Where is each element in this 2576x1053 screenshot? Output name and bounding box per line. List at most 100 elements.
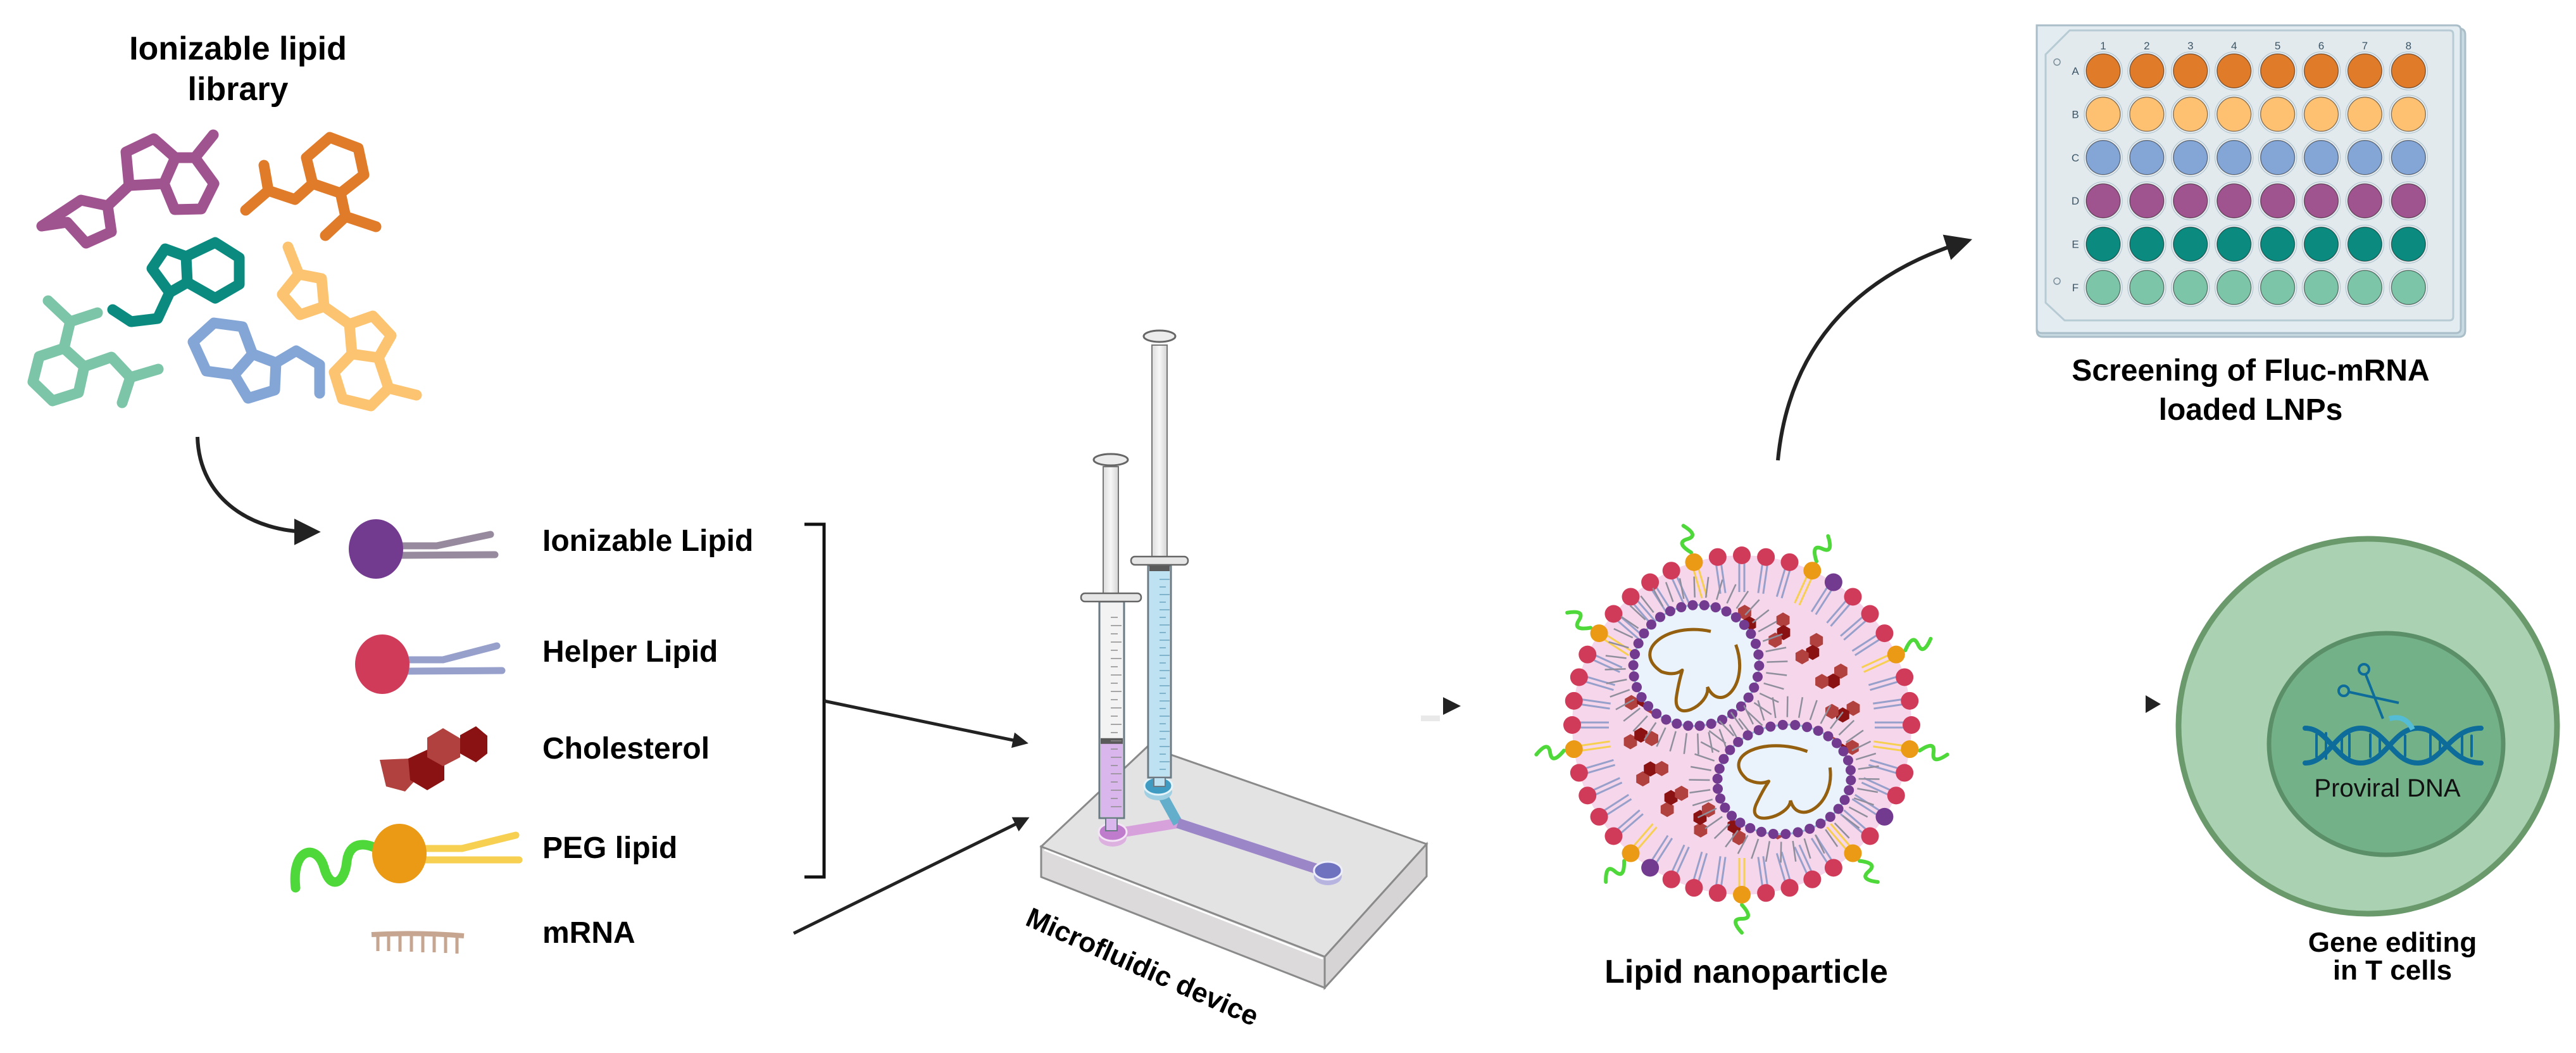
plate-well — [2391, 270, 2427, 305]
peg-chain — [1734, 903, 1750, 935]
lipid-mix-bracket — [804, 522, 826, 879]
lnp-to-screening-arrow — [1776, 234, 1973, 461]
plate-well — [2260, 53, 2296, 89]
syringe-right — [1130, 329, 1189, 787]
lnp-lipid-head — [1579, 645, 1597, 664]
lnp-lipid-head — [1780, 879, 1799, 897]
plate-column-label: 2 — [2144, 40, 2149, 52]
lnp-lipid-head — [1824, 573, 1842, 591]
cholesterol-ring — [1675, 785, 1689, 801]
mrna-vesicle — [1689, 696, 1880, 863]
syringe-left — [1080, 453, 1142, 831]
plate-well — [2129, 96, 2165, 132]
molecule-icon — [240, 132, 382, 241]
plate-well — [2347, 183, 2383, 218]
plate-well — [2085, 96, 2121, 132]
peg-chain — [1534, 745, 1566, 760]
plate-row-label: C — [2072, 152, 2079, 164]
plate-well — [2303, 53, 2339, 89]
plate-well — [2303, 96, 2339, 132]
screening-label-line2: loaded LNPs — [2159, 393, 2343, 427]
cholesterol-ring — [1846, 700, 1860, 716]
plate-column-label: 6 — [2318, 40, 2324, 52]
screening-label-line1: Screening of Fluc-mRNA — [2072, 354, 2429, 388]
plate-well — [2391, 96, 2427, 132]
mrna-to-device-arrow — [792, 817, 1030, 935]
cholesterol-ring — [1664, 790, 1678, 805]
cholesterol-ring — [1636, 771, 1649, 786]
plate-well — [2303, 140, 2339, 175]
lnp-lipid-head — [1844, 844, 1862, 862]
library-title-line1: Ionizable lipid — [129, 30, 347, 67]
plate-well — [2173, 140, 2208, 175]
scissors-icon — [2337, 663, 2399, 719]
mrna-icon — [371, 931, 465, 954]
plate-well — [2085, 270, 2121, 305]
peg-chain — [1565, 610, 1593, 631]
peg-chain — [1918, 743, 1949, 762]
plate-well — [2085, 226, 2121, 262]
lnp-to-tcell-arrow — [1987, 695, 2161, 713]
lnp-lipid-head — [1563, 716, 1581, 734]
ionizable-lipid-library: Ionizable lipid library — [27, 30, 422, 545]
plate-well — [2347, 270, 2383, 305]
plate-well — [2173, 270, 2208, 305]
plate-row-label: E — [2072, 239, 2079, 251]
cholesterol-ring — [1623, 734, 1637, 750]
molecule-icon — [187, 317, 325, 404]
plate-well — [2347, 96, 2383, 132]
plate-well — [2260, 183, 2296, 218]
component-label-helper-lipid: Helper Lipid — [542, 635, 718, 669]
dna-helix-icon — [2303, 725, 2484, 766]
device-to-lnp-arrow — [1282, 697, 1461, 721]
lnp-lipid-head — [1861, 827, 1879, 845]
lnp-lipid-head — [1875, 624, 1894, 643]
plate-well — [2173, 96, 2208, 132]
cholesterol-ring — [1644, 761, 1657, 777]
plate-well — [2216, 96, 2252, 132]
lnp-lipid-head — [1641, 573, 1660, 591]
formulation-components: Ionizable Lipid Helper Lipid Cholesterol… — [290, 519, 1030, 954]
plate-well — [2216, 183, 2252, 218]
plate-column-label: 1 — [2100, 40, 2106, 52]
plate-well — [2260, 96, 2296, 132]
lnp-lipid-head — [1685, 879, 1703, 897]
plate-well — [2303, 226, 2339, 262]
cholesterol-ring — [1776, 612, 1790, 628]
mrna-vesicle — [1604, 576, 1788, 755]
ionizable-lipid-icon — [349, 519, 499, 579]
plate-well — [2260, 140, 2296, 175]
lnp-lipid-head — [1824, 859, 1842, 877]
plate-well — [2173, 53, 2208, 89]
plate-column-label: 8 — [2406, 40, 2411, 52]
lnp-lipid-head — [1708, 884, 1727, 902]
lnp-lipid-head — [1901, 691, 1919, 710]
lnp-lipid-head — [1622, 844, 1640, 862]
plate-row-label: F — [2072, 282, 2079, 294]
lnp-lipid-head — [1733, 886, 1751, 904]
peg-chain — [1813, 534, 1832, 564]
lnp-lipid-head — [1861, 605, 1879, 623]
lnp-lipid-head — [1887, 645, 1905, 664]
lnp-lipid-head — [1903, 716, 1920, 734]
cholesterol-ring — [1806, 645, 1820, 660]
library-to-components-arrow — [196, 436, 321, 545]
tcell-label-line1: Gene editing — [2308, 927, 2477, 958]
plate-column-label: 5 — [2275, 40, 2280, 52]
proviral-dna-label: Proviral DNA — [2314, 774, 2460, 802]
molecule-icon — [36, 129, 220, 249]
lnp-lipid-head — [1590, 624, 1608, 643]
component-label-peg-lipid: PEG lipid — [542, 831, 677, 865]
microfluidic-device: Microfluidic device — [1022, 329, 1429, 1032]
plate-well — [2216, 270, 2252, 305]
cholesterol-ring — [1660, 802, 1674, 817]
lnp-lipid-head — [1590, 807, 1608, 826]
outlet-well — [1313, 861, 1343, 885]
cholesterol-ring — [1846, 740, 1859, 755]
molecule-icon — [107, 237, 245, 327]
lnp-lipid-head — [1604, 605, 1623, 623]
lnp-lipid-head — [1757, 548, 1775, 566]
lnp-lipid-head — [1896, 764, 1914, 782]
